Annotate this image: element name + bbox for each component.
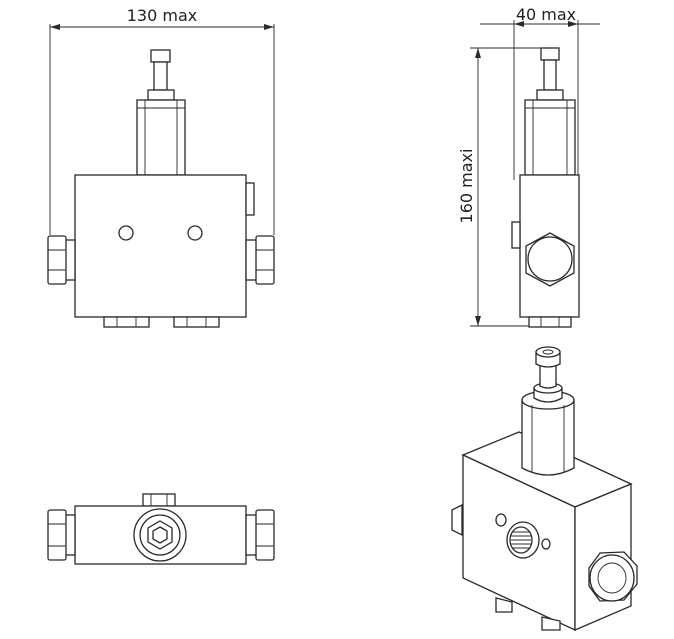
top-view — [47, 493, 275, 565]
width-dimension: 130 max — [49, 6, 275, 235]
depth-dimension: 40 max — [480, 5, 600, 180]
depth-dimension-label: 40 max — [516, 5, 576, 24]
front-view: 130 max — [47, 6, 275, 328]
width-dimension-label: 130 max — [127, 6, 197, 25]
height-dimension: 160 maxi — [457, 47, 548, 327]
height-dimension-label: 160 maxi — [457, 149, 476, 224]
side-view: 40 max 160 maxi — [457, 5, 600, 328]
isometric-view — [451, 346, 638, 632]
